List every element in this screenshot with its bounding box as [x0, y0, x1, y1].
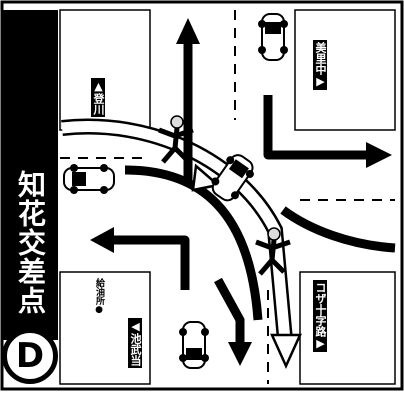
arrow-east-head	[366, 142, 392, 168]
arrow-east-shaft	[263, 95, 370, 160]
car-north	[258, 13, 288, 61]
pedestrian-south	[255, 227, 291, 276]
label-south-right: コザ十字路▶	[313, 280, 327, 352]
label-gas-station: 給油所●	[94, 278, 104, 315]
label-north-left: ▲登川	[91, 78, 105, 117]
arrow-south-shaft	[214, 277, 245, 345]
white-arrow-body	[61, 121, 291, 341]
block-se	[299, 271, 396, 385]
white-arrowhead-south	[270, 333, 302, 370]
arrow-south-head	[228, 342, 252, 366]
car-center	[211, 154, 254, 202]
arrow-west-shaft	[110, 235, 190, 290]
arrow-north-head	[176, 18, 200, 44]
label-north-right: 美里中▶	[313, 40, 327, 90]
pedestrian-north	[158, 115, 194, 164]
arrow-west-head	[90, 227, 114, 253]
road-edge-curve-1	[124, 165, 263, 321]
title-strip	[2, 10, 58, 340]
marker-letter-badge: D	[2, 328, 58, 384]
intersection-title: 知花交差点	[14, 170, 47, 315]
white-arrowhead-mid	[191, 163, 221, 192]
block-sw	[59, 271, 151, 385]
car-west	[63, 164, 115, 194]
block-ne	[294, 9, 396, 131]
label-south-left: ◀池武当	[128, 318, 142, 368]
road-edge-curve-2	[280, 206, 396, 253]
car-south	[179, 321, 209, 369]
